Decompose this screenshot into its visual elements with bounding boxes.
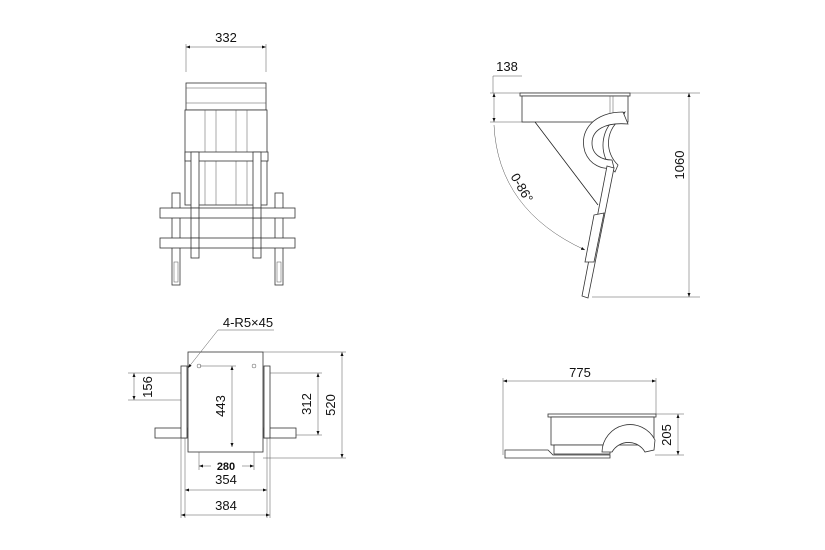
rail bbox=[180, 365, 188, 439]
offset-dim: 156 bbox=[140, 376, 155, 398]
side-folding-view: 138 0-86° 1060 bbox=[490, 59, 700, 299]
height-label: 1060 bbox=[672, 151, 687, 180]
length-label: 775 bbox=[569, 365, 591, 380]
overall-width-dim: 384 bbox=[215, 498, 237, 513]
rail bbox=[263, 365, 271, 439]
height-label: 205 bbox=[659, 424, 674, 446]
housing bbox=[185, 82, 267, 111]
support-strut bbox=[534, 121, 599, 206]
plate bbox=[187, 351, 264, 453]
plate-width-dim: 354 bbox=[215, 472, 237, 487]
hinge-arc bbox=[601, 424, 656, 453]
angle-label: 0-86° bbox=[508, 170, 537, 205]
rail-span-dim: 312 bbox=[299, 393, 314, 415]
plate-height-dim: 520 bbox=[323, 394, 338, 416]
hole-vertical-dim: 443 bbox=[213, 395, 228, 417]
width-label: 332 bbox=[215, 30, 237, 45]
arm bbox=[252, 151, 262, 259]
folded-view: 775 205 bbox=[502, 365, 684, 459]
depth-label: 138 bbox=[496, 59, 518, 74]
front-view: 332 bbox=[159, 30, 296, 286]
angle-arc bbox=[493, 124, 586, 251]
crossbar bbox=[159, 207, 296, 219]
mounting-plate-view: 4-R5×45 156 443 312 520 280 354 384 bbox=[128, 315, 346, 518]
hole-note: 4-R5×45 bbox=[223, 315, 273, 330]
arm bbox=[190, 151, 200, 259]
hole-horizontal-dim: 280 bbox=[217, 461, 235, 473]
ladder bbox=[504, 449, 611, 459]
crossbar bbox=[159, 237, 296, 249]
